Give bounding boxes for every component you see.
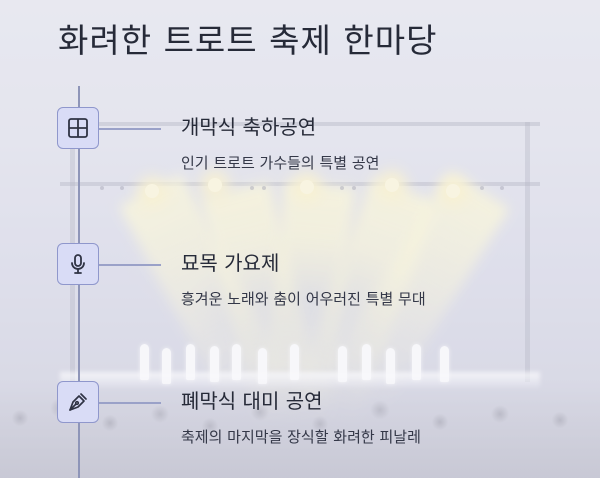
timeline-connector <box>99 264 161 266</box>
item-description: 축제의 마지막을 장식할 화려한 피날레 <box>181 428 421 446</box>
performer-silhouette <box>210 346 219 382</box>
stage-truss <box>525 122 530 382</box>
performer-silhouette <box>290 344 299 380</box>
timeline-connector <box>99 128 161 130</box>
stage-light-dot <box>100 186 104 190</box>
stage-light-dot <box>262 186 266 190</box>
stage-light-dot <box>340 186 344 190</box>
pen-nib-icon <box>57 381 99 423</box>
performer-silhouette <box>162 348 171 384</box>
timeline-connector <box>99 402 161 404</box>
stage-light-dot <box>120 186 124 190</box>
stage-lamp <box>300 180 314 194</box>
performer-silhouette <box>258 348 267 384</box>
performer-silhouette <box>386 348 395 384</box>
stage-lamp <box>208 178 222 192</box>
page-title: 화려한 트로트 축제 한마당 <box>58 21 438 60</box>
window-grid-icon <box>57 107 99 149</box>
stage-light-dot <box>480 186 484 190</box>
item-description: 인기 트로트 가수들의 특별 공연 <box>181 154 380 172</box>
item-title: 묘목 가요제 <box>181 251 280 275</box>
performer-silhouette <box>140 344 149 380</box>
stage-light-dot <box>352 186 356 190</box>
performer-silhouette <box>440 346 449 382</box>
item-description: 흥겨운 노래와 춤이 어우러진 특별 무대 <box>181 290 426 308</box>
performer-silhouette <box>338 346 347 382</box>
item-title: 개막식 축하공연 <box>181 115 317 139</box>
item-title: 폐막식 대미 공연 <box>181 389 323 413</box>
performer-silhouette <box>232 344 241 380</box>
stage-truss <box>60 122 540 126</box>
timeline-item-opening: 개막식 축하공연 인기 트로트 가수들의 특별 공연 <box>0 107 600 187</box>
timeline-item-closing: 폐막식 대미 공연 축제의 마지막을 장식할 화려한 피날레 <box>0 381 600 461</box>
stage-light-dot <box>250 186 254 190</box>
stage-light-dot <box>500 186 504 190</box>
performer-silhouette <box>412 344 421 380</box>
audience-crowd <box>0 378 600 478</box>
performer-silhouette <box>362 344 371 380</box>
stage-lamp <box>446 184 460 198</box>
timeline-item-song-festival: 묘목 가요제 흥겨운 노래와 춤이 어우러진 특별 무대 <box>0 243 600 323</box>
stage-lamp <box>385 178 399 192</box>
stage-lamp <box>145 184 159 198</box>
microphone-icon <box>57 243 99 285</box>
performer-silhouette <box>186 344 195 380</box>
